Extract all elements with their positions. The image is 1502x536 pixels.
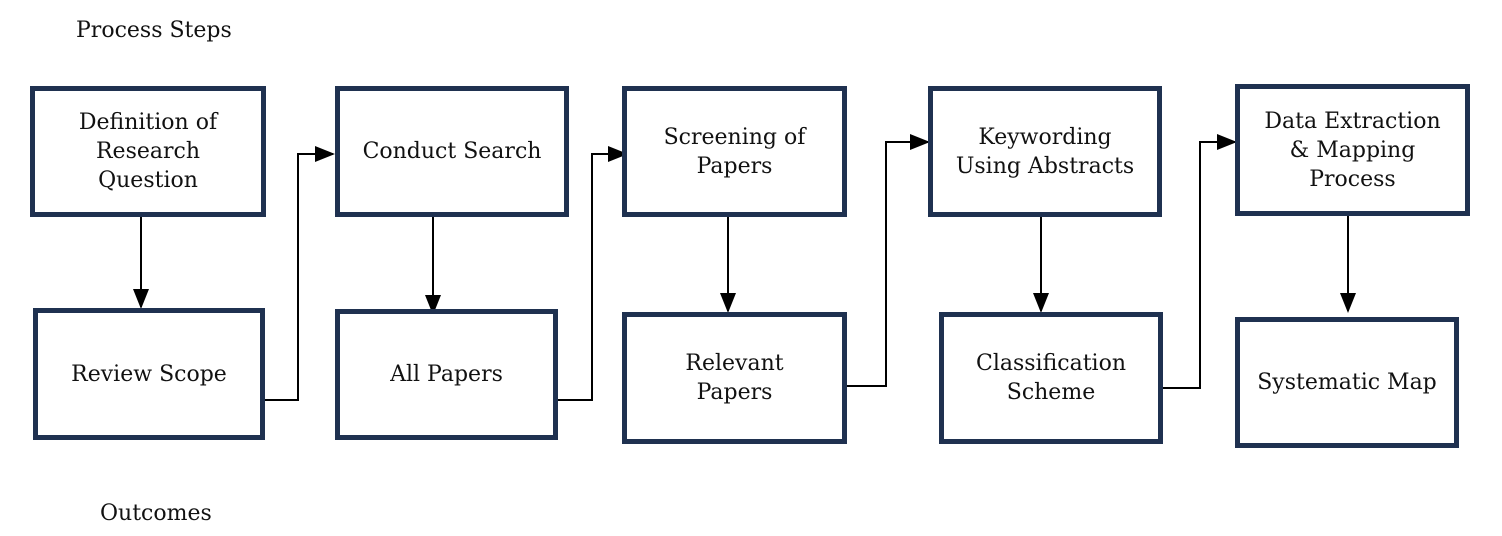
outcome-label: Review Scope — [71, 361, 227, 387]
outcome-review-scope: Review Scope — [33, 308, 265, 440]
outcome-classification-scheme: Classification Scheme — [939, 312, 1163, 444]
step-label: Data Extraction & Mapping Process — [1264, 108, 1441, 192]
step-label: Screening of Papers — [663, 124, 806, 179]
outcome-label: Systematic Map — [1257, 370, 1437, 395]
step-label: Conduct Search — [362, 139, 542, 164]
step-label: Keywording Using Abstracts — [955, 124, 1135, 179]
outcome-all-papers: All Papers — [335, 309, 558, 440]
step-keywording-using-abstracts: Keywording Using Abstracts — [928, 86, 1162, 217]
outcome-systematic-map: Systematic Map — [1235, 317, 1459, 448]
step-definition-of-research-question: Definition of Research Question — [30, 86, 266, 217]
step-data-extraction-mapping-process: Data Extraction & Mapping Process — [1235, 84, 1470, 216]
outcome-relevant-papers: Relevant Papers — [622, 312, 847, 444]
process-steps-label: Process Steps — [76, 18, 232, 43]
outcomes-label: Outcomes — [100, 501, 212, 526]
outcome-label: Classification Scheme — [975, 351, 1126, 405]
step-screening-of-papers: Screening of Papers — [622, 86, 847, 217]
outcome-label: All Papers — [390, 362, 503, 387]
arrow-outcome4-to-step5 — [1162, 134, 1237, 389]
step-label: Definition of Research Question — [78, 110, 218, 193]
outcome-label: Relevant Papers — [685, 351, 784, 405]
arrow-outcome3-to-step4 — [845, 134, 930, 387]
step-conduct-search: Conduct Search — [335, 86, 569, 217]
arrow-outcome1-to-step2 — [263, 146, 335, 401]
arrow-outcome2-to-step3 — [557, 146, 628, 401]
